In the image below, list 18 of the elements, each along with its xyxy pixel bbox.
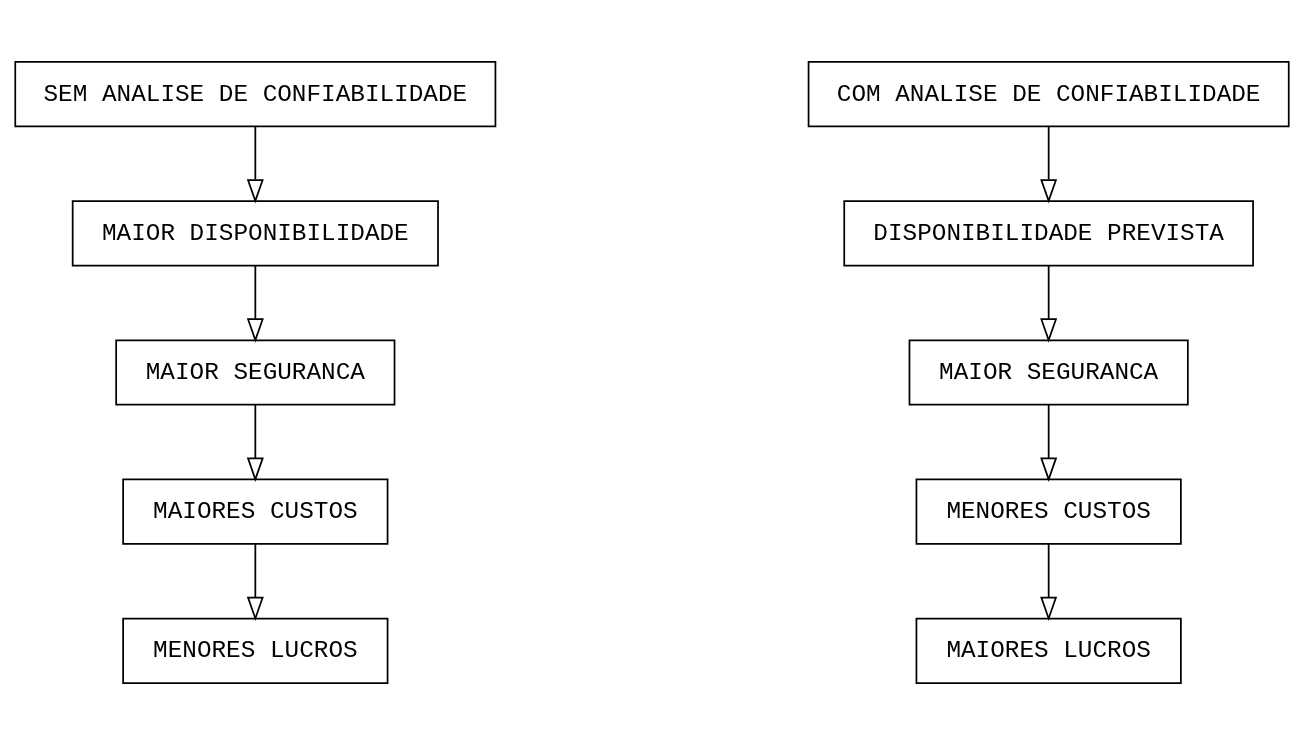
- arrow: [1040, 542, 1058, 621]
- node-box: MAIORES CUSTOS: [122, 478, 389, 545]
- node-box: MAIOR SEGURANCA: [115, 338, 396, 406]
- arrow: [246, 542, 264, 621]
- node-box: SEM ANALISE DE CONFIABILIDADE: [14, 60, 497, 127]
- arrow: [1040, 403, 1058, 482]
- arrow: [246, 403, 264, 482]
- node-box: MENORES CUSTOS: [915, 478, 1182, 545]
- arrow: [246, 264, 264, 343]
- node-box: MENORES LUCROS: [122, 617, 389, 684]
- node-box: MAIORES LUCROS: [915, 617, 1182, 684]
- node-box: COM ANALISE DE CONFIABILIDADE: [807, 60, 1290, 127]
- node-box: DISPONIBILIDADE PREVISTA: [843, 199, 1254, 266]
- arrow: [1040, 125, 1058, 204]
- arrow: [1040, 264, 1058, 343]
- arrow: [246, 125, 264, 204]
- node-box: MAIOR DISPONIBILIDADE: [71, 199, 439, 266]
- node-box: MAIOR SEGURANCA: [908, 338, 1189, 406]
